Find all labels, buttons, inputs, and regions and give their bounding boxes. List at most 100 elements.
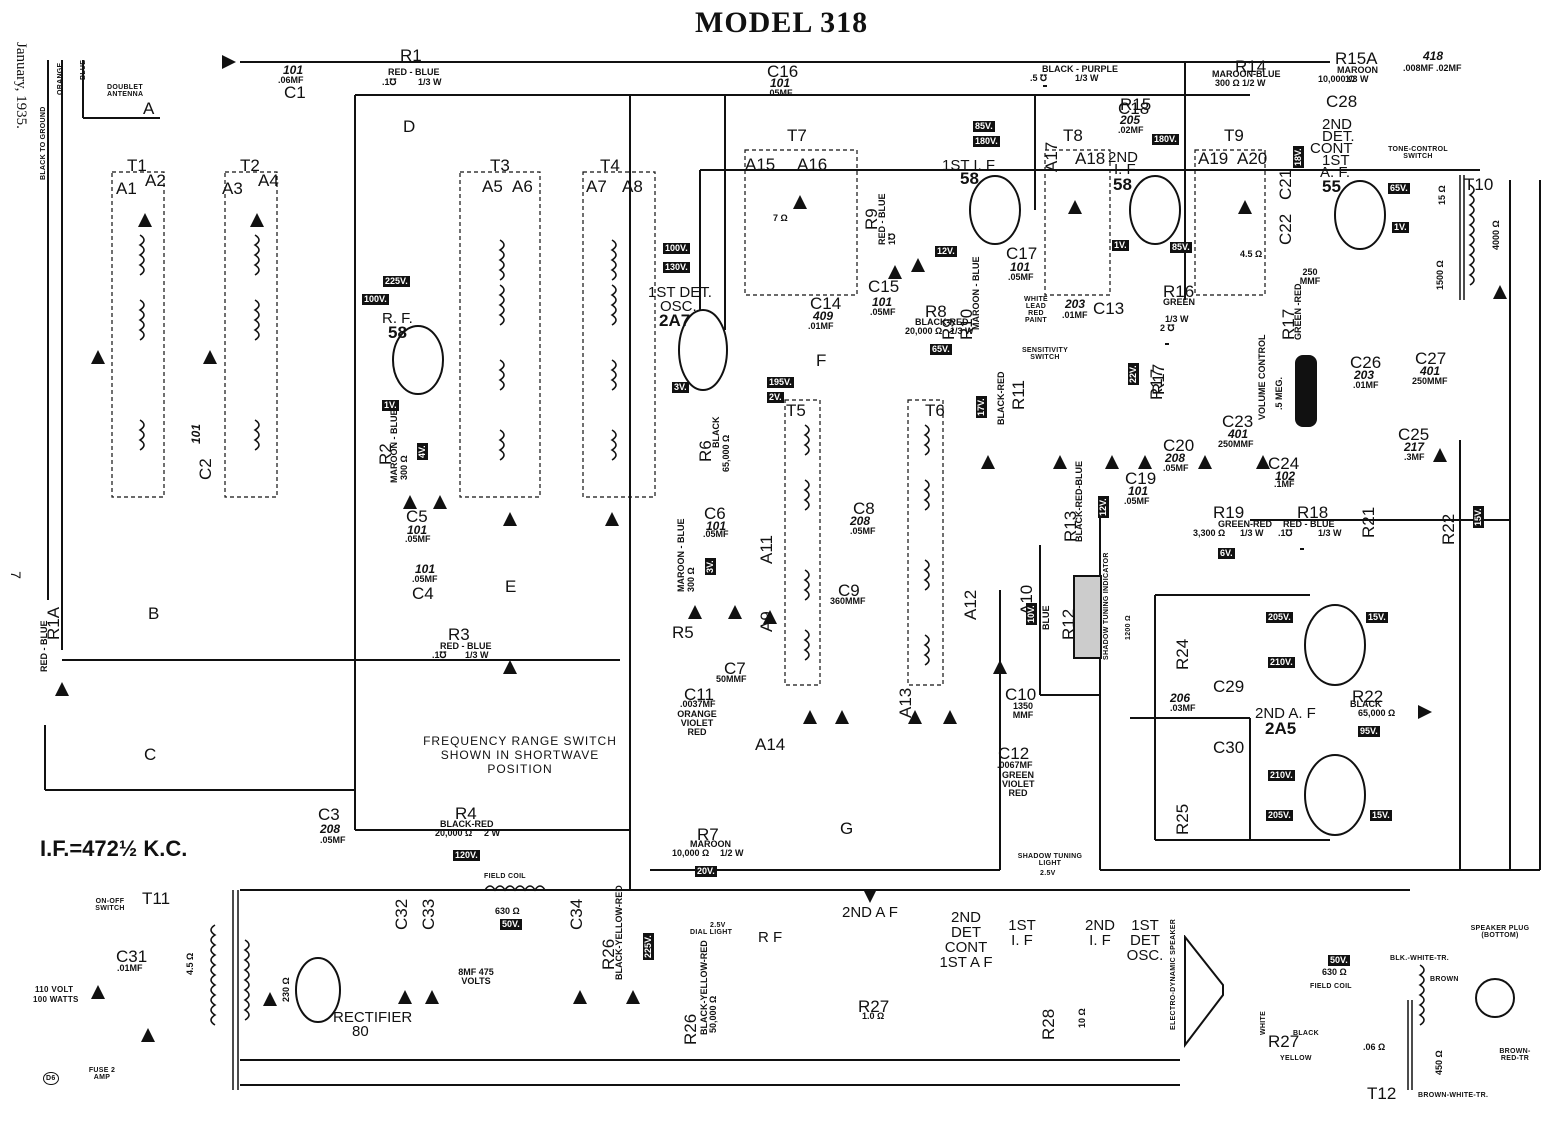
switch-section-f[interactable]: F	[816, 351, 827, 370]
r5-value: 300 Ω	[686, 567, 696, 592]
if-frequency-note: I.F.=472½ K.C.	[40, 836, 188, 861]
t2-label: T2	[240, 156, 260, 175]
trimmer-a20: A20	[1237, 149, 1268, 168]
switch-section-c[interactable]: C	[144, 745, 157, 764]
voltage-badge: 85V.	[1170, 242, 1192, 253]
det-winding-resistance: 4.5 Ω	[1240, 249, 1263, 259]
r19-color: RED - BLUE	[1283, 519, 1335, 529]
r23-color: BLACK	[1350, 699, 1382, 709]
c20-code: 208	[1165, 451, 1186, 465]
r1-ref: R1	[400, 46, 422, 65]
c25-ref: C25	[1398, 425, 1430, 444]
t12-primary-resistance: 450 Ω	[1434, 1050, 1444, 1075]
tube-if1-type: 58	[960, 169, 979, 188]
t10-primary-resistance: 1500 Ω	[1435, 260, 1445, 290]
r16-color: MAROON	[1337, 65, 1378, 75]
coil-windings	[138, 184, 1475, 1026]
voltage-badge: 210V.	[1268, 657, 1295, 668]
c28-ref: C28	[1326, 92, 1358, 111]
antenna-leads	[47, 60, 160, 650]
r6-color: BLACK	[711, 416, 721, 449]
heater-label-2nd-if: 2ND I. F	[1085, 917, 1116, 949]
t10-label: T10	[1464, 175, 1494, 194]
c7-value: 50MMF	[716, 674, 747, 684]
switch-section-b[interactable]: B	[148, 604, 160, 623]
c10-value: 1350 MMF	[1012, 701, 1034, 720]
r1-color: RED - BLUE	[388, 67, 440, 77]
doublet-antenna-label: DOUBLET ANTENNA	[107, 84, 144, 98]
r28-ref: R27	[1268, 1032, 1300, 1051]
fuse-label: FUSE 2 AMP	[88, 1067, 116, 1081]
c6-ref: C6	[704, 504, 726, 523]
r7-value: 10,000 Ω	[672, 848, 710, 858]
c24-value: .1MF	[1274, 479, 1295, 489]
trimmer-a5: A5	[482, 177, 503, 196]
r17-color: GREEN	[1163, 297, 1196, 307]
shadow-tuning-resistance: 1200 Ω	[1125, 615, 1132, 640]
voltage-badge: 100V.	[663, 243, 690, 254]
trimmer-a19: A19	[1198, 149, 1229, 168]
r24-ref: R24	[1173, 638, 1192, 670]
volume-control-value: .5 MEG.	[1274, 376, 1284, 410]
c23-value: 250MMF	[1218, 439, 1254, 449]
c28-code: 418	[1423, 49, 1444, 63]
r15a-value: .5 ℧	[1030, 73, 1047, 83]
r20-ref: R19	[1213, 503, 1245, 522]
voltage-badge: 1V.	[1112, 240, 1129, 251]
c10-ref: C10	[1005, 685, 1037, 704]
switch-section-d[interactable]: D	[403, 117, 416, 136]
c25-code: 217	[1404, 440, 1425, 454]
switch-section-a[interactable]: A	[143, 99, 155, 118]
tube-osc-function-1: 1ST DET.	[648, 284, 712, 301]
tube-af2-function: 2ND A. F	[1255, 705, 1316, 722]
r22-ref: R22	[1439, 513, 1458, 545]
c4-code: 101	[415, 562, 436, 576]
wire-blue-label: BLUE	[80, 59, 87, 80]
volume-control[interactable]	[1295, 355, 1317, 427]
c5-value: .05MF	[405, 534, 431, 544]
trimmer-a18: A18	[1075, 149, 1106, 168]
c27-code: 401	[1420, 364, 1441, 378]
speaker-wire-yellow: YELLOW	[1280, 1055, 1312, 1062]
trimmer-a1: A1	[116, 179, 137, 198]
t3-label: T3	[490, 156, 510, 175]
r1a-color: RED - BLUE	[39, 620, 49, 673]
voltage-badge: 15V.	[1366, 612, 1388, 623]
field-coil-voltage: 50V.	[500, 919, 522, 930]
c27-ref: C27	[1415, 349, 1447, 368]
speaker-cone-icon	[1184, 935, 1224, 1048]
speaker-plug[interactable]	[1475, 978, 1515, 1018]
volume-control-label: VOLUME CONTROL	[1257, 334, 1267, 421]
switch-note-line2: SHOWN IN SHORTWAVE	[440, 748, 600, 762]
c7-ref: C7	[724, 659, 746, 678]
c16-ref: C16	[767, 62, 799, 81]
c28-value: .008MF .02MF	[1403, 63, 1462, 73]
c11-color: ORANGE VIOLET RED	[677, 709, 717, 737]
r1-value: .1℧	[382, 77, 397, 87]
r3-value: .1℧	[432, 650, 447, 660]
trimmer-a6: A6	[512, 177, 533, 196]
voltage-badge: 12V.	[935, 246, 957, 257]
r29-value: 10 Ω	[1077, 1008, 1087, 1028]
b-plus-bus	[240, 61, 1330, 830]
speaker-wire-white: WHITE	[1260, 1010, 1267, 1035]
c29-code: 206	[1170, 691, 1191, 705]
switch-section-g[interactable]: G	[840, 819, 854, 838]
switch-section-e[interactable]: E	[505, 577, 517, 596]
r4-ref: R4	[455, 804, 477, 823]
r8-value: 20,000 Ω	[905, 326, 943, 336]
r7-voltage: 20V.	[695, 866, 717, 877]
c9-value: 360MMF	[830, 596, 866, 606]
tube-if2-58	[1129, 175, 1181, 245]
ground-label: BLACK TO GROUND	[40, 106, 47, 180]
power-rating-line1: 110 VOLT	[35, 985, 74, 994]
tube-rf-function: R. F.	[382, 310, 413, 327]
r1-watt: 1/3 W	[418, 77, 442, 87]
voltage-badge: 210V.	[1268, 770, 1295, 781]
r10-color: MAROON - BLUE	[971, 256, 981, 331]
speaker-field-coil-label: FIELD COIL	[1310, 983, 1352, 990]
tube-osc-2a7	[678, 309, 728, 391]
r7-watt: 1/2 W	[720, 848, 744, 858]
c15-ref: C15	[868, 277, 900, 296]
dial-light-voltage: 2.5V	[710, 922, 726, 929]
